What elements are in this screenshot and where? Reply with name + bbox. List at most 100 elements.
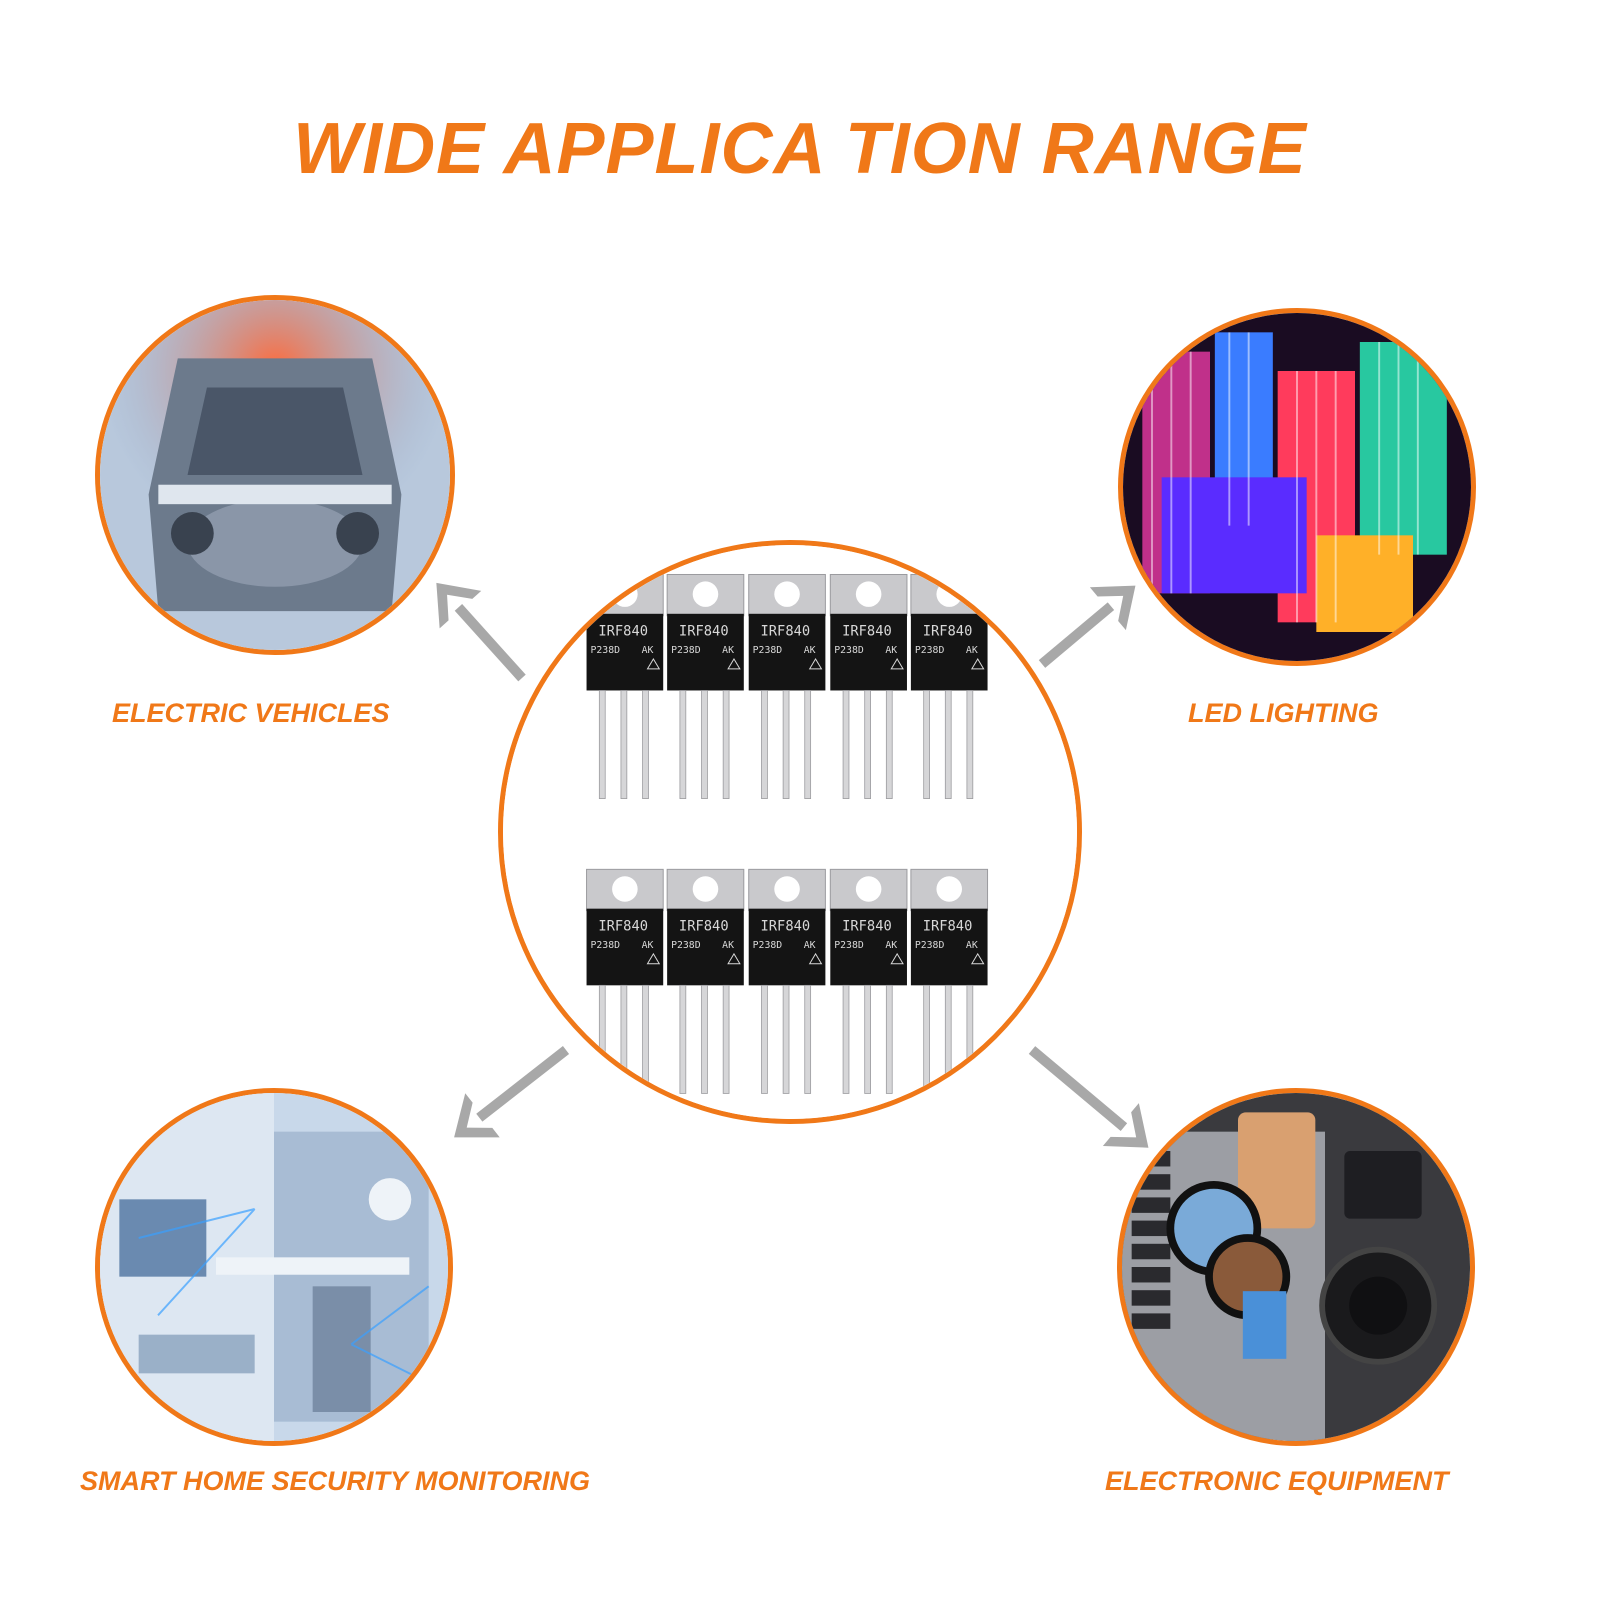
suffix-code: AK: [966, 645, 978, 656]
transistor-body: [667, 613, 744, 691]
arrow-led-lighting-icon: [1038, 585, 1136, 668]
part-number: IRF840: [679, 623, 729, 639]
smart-home-interior-illustration: [100, 1093, 448, 1441]
lot-code: P238D: [590, 940, 620, 951]
suffix-code: AK: [722, 645, 734, 656]
transistor-lead: [722, 690, 730, 799]
triangle-mark-icon: [727, 952, 741, 965]
transistor-body: [748, 613, 826, 691]
transistor-body: [910, 613, 988, 691]
electronic-equipment-image: [1117, 1088, 1475, 1446]
transistor-lead: [620, 690, 628, 799]
part-number: IRF840: [679, 918, 729, 934]
transistor-lead: [620, 984, 628, 1094]
arrow-electronic-equipment-icon: [1028, 1046, 1149, 1148]
part-number: IRF840: [842, 623, 892, 639]
suffix-code: AK: [885, 940, 897, 951]
lot-code: P238D: [753, 940, 783, 951]
transistor-lead: [923, 984, 930, 1094]
mounting-hole: [936, 581, 963, 607]
transistor-tab: [586, 573, 664, 617]
transistor-body: [830, 613, 907, 691]
transistor-lead: [782, 984, 790, 1094]
part-number: IRF840: [598, 623, 648, 639]
lot-code: P238D: [834, 645, 864, 656]
transistor-lead: [864, 984, 871, 1094]
transistor-lead: [864, 690, 871, 799]
transistor-lead: [842, 690, 850, 799]
lot-code: P238D: [834, 940, 864, 951]
transistor-lead: [722, 984, 730, 1094]
mounting-hole: [612, 581, 638, 607]
lot-code: P238D: [753, 645, 783, 656]
arrow-smart-home-icon: [454, 1046, 570, 1138]
triangle-mark-icon: [970, 952, 985, 965]
transistor-lead: [804, 984, 812, 1094]
label-electronic-equipment: ELECTRONIC EQUIPMENT: [1105, 1466, 1449, 1496]
transistor-lead: [944, 690, 952, 799]
suffix-code: AK: [885, 645, 897, 656]
triangle-mark-icon: [808, 952, 823, 965]
lot-code: P238D: [671, 645, 701, 656]
triangle-mark-icon: [890, 658, 904, 670]
transistor-body: [586, 908, 664, 986]
triangle-mark-icon: [808, 658, 823, 670]
mounting-hole: [855, 581, 882, 607]
transistor-lead: [598, 690, 606, 799]
triangle-mark-icon: [646, 952, 661, 965]
part-number: IRF840: [842, 918, 892, 934]
transistor-lead: [944, 984, 952, 1094]
part-number: IRF840: [923, 623, 973, 639]
transistor-lead: [885, 984, 893, 1094]
transistor-lead: [679, 984, 687, 1094]
transistor-lead: [966, 690, 974, 799]
mounting-hole: [855, 876, 882, 902]
part-number: IRF840: [761, 623, 811, 639]
mounting-hole: [936, 876, 963, 902]
triangle-mark-icon: [727, 658, 741, 670]
lot-code: P238D: [915, 645, 945, 656]
transistor-lead: [923, 690, 930, 799]
transistor-lead: [885, 690, 893, 799]
transistor-lead: [598, 984, 606, 1094]
mounting-hole: [612, 876, 638, 902]
transistor-body: [910, 908, 988, 986]
page-title: WIDE APPLICA TION RANGE: [293, 109, 1307, 189]
suffix-code: AK: [642, 645, 654, 656]
transistor-lead: [842, 984, 850, 1094]
transistor-lead: [679, 690, 687, 799]
triangle-mark-icon: [970, 658, 985, 670]
part-number: IRF840: [923, 918, 973, 934]
suffix-code: AK: [804, 940, 816, 951]
part-number: IRF840: [761, 918, 811, 934]
transistor-lead: [761, 984, 768, 1094]
part-number: IRF840: [598, 918, 648, 934]
label-smart-home: SMART HOME SECURITY MONITORING: [80, 1466, 591, 1496]
car-chassis-illustration: [100, 300, 450, 650]
transistor-lead: [966, 984, 974, 1094]
label-electric-vehicles: ELECTRIC VEHICLES: [112, 698, 390, 728]
transistor-lead: [782, 690, 790, 799]
transistor-body: [586, 613, 664, 691]
transistor-lead: [701, 984, 708, 1094]
mounting-hole: [774, 876, 800, 902]
label-led-lighting: LED LIGHTING: [1188, 698, 1379, 728]
city-lights-illustration: [1123, 313, 1471, 661]
transistor-lead: [804, 690, 812, 799]
triangle-mark-icon: [890, 952, 904, 965]
smart-home-image: [95, 1088, 453, 1446]
mounting-hole: [774, 581, 800, 607]
suffix-code: AK: [804, 645, 816, 656]
transistor-lead: [761, 690, 768, 799]
transistor-lead: [701, 690, 708, 799]
led-lighting-image: [1118, 308, 1476, 666]
transistor-body: [830, 908, 907, 986]
